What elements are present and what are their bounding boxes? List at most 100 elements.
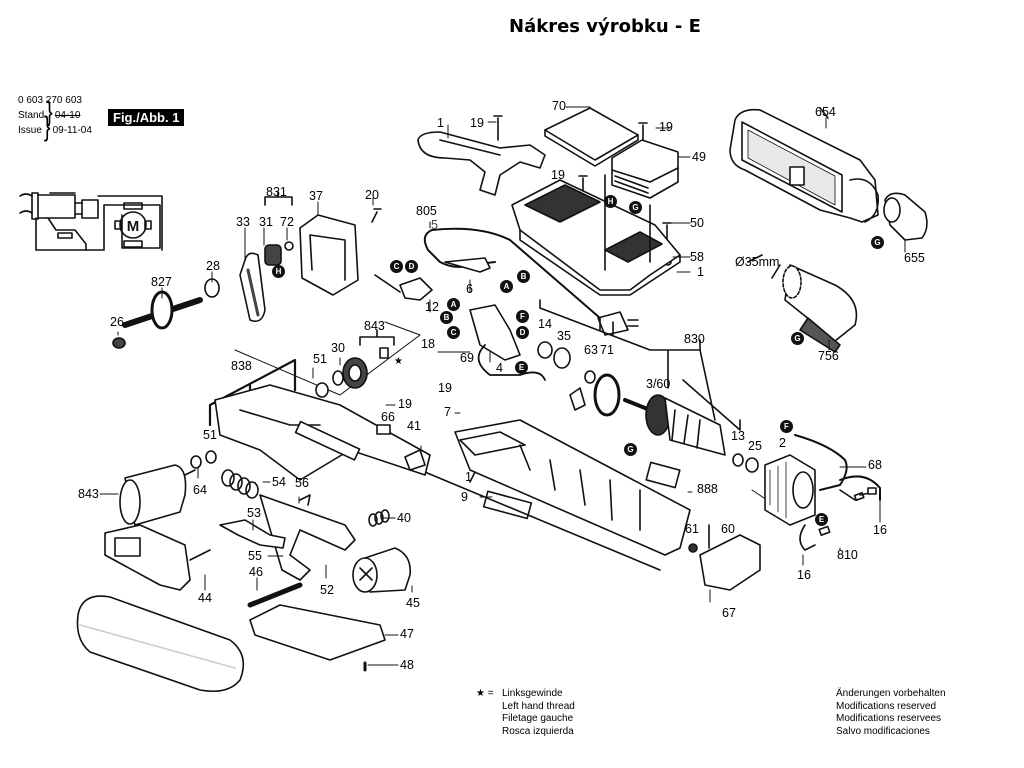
connector-badge: D <box>516 326 529 339</box>
part-label: 810 <box>837 548 858 562</box>
handle-part <box>417 131 546 196</box>
part-label: 655 <box>904 251 925 265</box>
notice-line: Modifications reservees <box>836 713 942 724</box>
part-label: 19 <box>659 120 673 134</box>
thread-legend: ★ = Linksgewinde Left hand thread Fileta… <box>476 688 575 738</box>
part-label: 53 <box>247 506 261 520</box>
part-label: 28 <box>206 259 220 273</box>
part-label: 71 <box>600 343 614 357</box>
leader-lines <box>99 106 906 666</box>
part-label: 654 <box>815 105 836 119</box>
part-label: 48 <box>400 658 414 672</box>
part-label: 6 <box>466 282 473 296</box>
connector-badge: G <box>629 201 642 214</box>
part-label: 16 <box>797 568 811 582</box>
strain-relief-part <box>399 277 433 301</box>
armature-part <box>623 394 726 456</box>
part-label: 1 <box>437 116 444 130</box>
part-label: 45 <box>406 596 420 610</box>
connector-badge: A <box>500 280 513 293</box>
adapter-part <box>883 192 928 241</box>
connector-badge: C <box>447 326 460 339</box>
part-label: 41 <box>407 419 421 433</box>
connector-badge: E <box>515 361 528 374</box>
bearing-13 <box>732 453 744 467</box>
motor-icon <box>119 211 147 239</box>
part-label: 64 <box>193 483 207 497</box>
platen-44 <box>104 524 211 591</box>
sleeve-51b <box>205 450 217 464</box>
part-label: 46 <box>249 565 263 579</box>
washer-64 <box>190 455 202 469</box>
connector-badge: A <box>447 298 460 311</box>
shaft-part <box>112 290 203 349</box>
part-label: 3/60 <box>646 377 671 391</box>
roller-45 <box>352 547 412 593</box>
part-label: 69 <box>460 351 474 365</box>
part-label: 4 <box>496 361 503 375</box>
part-label: 40 <box>397 511 411 525</box>
connector-badge: G <box>624 443 637 456</box>
brace-icon: } <box>43 111 51 143</box>
bearing-14 <box>537 341 553 359</box>
document-info: 0 603 270 603 Stand}04-10 Issue}09-11-04 <box>18 95 92 143</box>
legend-line: Filetage gauche <box>502 713 574 724</box>
part-label: 1 <box>465 470 472 484</box>
part-label: 72 <box>280 215 294 229</box>
gear-71 <box>593 373 621 417</box>
notice-line: Salvo modificaciones <box>836 725 930 737</box>
knob-41 <box>404 449 426 471</box>
part-label: 9 <box>461 490 468 504</box>
part-label: 19 <box>438 381 452 395</box>
cap-part <box>611 139 679 199</box>
part-label: 805 <box>416 204 437 218</box>
tension-lever-part <box>219 494 356 581</box>
part-label: 50 <box>690 216 704 230</box>
seal-35 <box>553 347 571 369</box>
part-label: 55 <box>248 549 262 563</box>
part-label: 756 <box>818 349 839 363</box>
part-label: 47 <box>400 627 414 641</box>
part-label: 66 <box>381 410 395 424</box>
washer-63 <box>584 370 596 384</box>
hose-adapter-part <box>747 254 858 353</box>
part-label: 831 <box>266 185 287 199</box>
label-66 <box>376 424 391 435</box>
part-label: 51 <box>203 428 217 442</box>
part-label: 44 <box>198 591 212 605</box>
part-label: Ø35mm <box>735 255 780 269</box>
part-label: 70 <box>552 99 566 113</box>
figure-badge: Fig./Abb. 1 <box>108 109 185 126</box>
part-label: 63 <box>584 343 598 357</box>
modifications-notice: Änderungen vorbehalten Modifications res… <box>836 688 946 738</box>
legend-line: Linksgewinde <box>502 688 563 699</box>
lead-wires <box>794 434 881 551</box>
issue-value: 09-11-04 <box>52 125 92 136</box>
issue-label: Issue <box>18 125 42 136</box>
part-label: 2 <box>779 436 786 450</box>
connector-badge: B <box>440 311 453 324</box>
part-label: 67 <box>722 606 736 620</box>
wiring-schematic <box>19 192 163 251</box>
connector-badge: H <box>272 265 285 278</box>
housing-body-part <box>419 419 691 571</box>
part-label: 18 <box>421 337 435 351</box>
dust-box-part <box>729 107 880 223</box>
stand-value: 04-10 <box>54 110 81 121</box>
page-title: Nákres výrobku - E <box>509 16 701 37</box>
legend-line: Rosca izquierda <box>502 725 574 737</box>
connector-badge: H <box>604 195 617 208</box>
sanding-belt <box>76 595 245 693</box>
star-legend-symbol: ★ = <box>476 688 494 699</box>
part-label: 60 <box>721 522 735 536</box>
field-coil-part <box>764 454 816 526</box>
idler-roller <box>119 464 196 526</box>
part-label: 58 <box>690 250 704 264</box>
part-label: 19 <box>398 397 412 411</box>
bracket-831 <box>264 191 293 206</box>
part-label: 61 <box>685 522 699 536</box>
part-label: 26 <box>110 315 124 329</box>
pulley-part <box>264 244 282 266</box>
connector-badge: G <box>871 236 884 249</box>
